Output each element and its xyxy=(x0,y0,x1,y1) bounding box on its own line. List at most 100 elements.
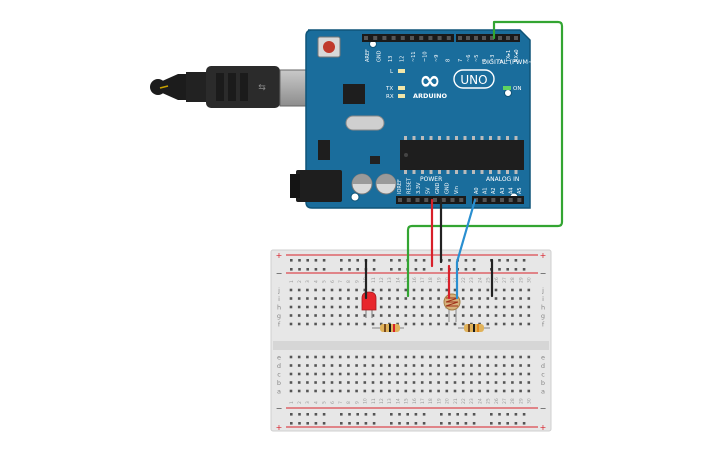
column-number: 11 xyxy=(371,398,377,404)
wire-blue-a0[interactable] xyxy=(455,198,477,300)
row-letter: i xyxy=(542,295,544,303)
column-number: 30 xyxy=(527,277,533,283)
column-number: 29 xyxy=(518,277,524,283)
row-letter: g xyxy=(277,312,281,320)
wire-green-d2[interactable] xyxy=(406,20,564,298)
column-number: 18 xyxy=(428,277,434,283)
led-label-tx: TX xyxy=(385,86,393,92)
pin-label: 2 xyxy=(498,59,504,62)
pin-label: 8 xyxy=(446,59,452,62)
rail-plus-label-br: + xyxy=(540,423,547,432)
column-number: 28 xyxy=(510,398,516,404)
column-number: 18 xyxy=(428,398,434,404)
pin-label: 3.3V xyxy=(416,182,422,194)
pin-label: ~9 xyxy=(434,55,440,62)
column-number: 14 xyxy=(395,398,401,404)
column-number: 15 xyxy=(404,277,410,283)
pin-label: AREF xyxy=(365,49,371,62)
pin-label: TX▸1 xyxy=(506,50,512,63)
pin-label: 7 xyxy=(458,59,464,62)
digital-label: DIGITAL (PWM~) xyxy=(482,58,536,66)
usb-chip xyxy=(343,84,365,104)
pin-label: GND xyxy=(445,182,451,194)
column-number: 4 xyxy=(313,280,319,283)
column-number: 12 xyxy=(379,398,385,404)
analog-header[interactable] xyxy=(472,196,524,204)
column-number: 19 xyxy=(436,277,442,283)
column-number: 8 xyxy=(346,280,352,283)
row-letter: e xyxy=(541,354,545,362)
pin-label: 12 xyxy=(400,56,406,62)
capacitors xyxy=(351,173,397,195)
column-number: 15 xyxy=(404,398,410,404)
column-number: 27 xyxy=(502,277,508,283)
row-letter: i xyxy=(278,295,280,303)
column-number: 5 xyxy=(322,401,328,404)
rail-minus-label-tr: − xyxy=(540,269,547,278)
row-letter: h xyxy=(277,304,281,312)
power-label: POWER xyxy=(420,176,442,183)
column-number: 11 xyxy=(371,277,377,283)
pin-label: GND xyxy=(435,182,441,194)
row-letter: e xyxy=(277,354,281,362)
resistor-ldr[interactable] xyxy=(458,324,490,332)
analog-label: ANALOG IN xyxy=(486,176,519,183)
pin-label: A1 xyxy=(483,187,489,194)
column-number: 2 xyxy=(297,280,303,283)
column-number: 5 xyxy=(322,280,328,283)
power-led xyxy=(503,86,511,90)
column-number: 10 xyxy=(363,398,369,404)
column-number: 23 xyxy=(469,277,475,283)
pin-label: 5V xyxy=(426,187,432,194)
pin-label: 13 xyxy=(388,56,394,62)
column-number: 1 xyxy=(289,280,295,283)
pin-label: A3 xyxy=(500,187,506,194)
reset-button[interactable] xyxy=(317,36,341,58)
column-number: 8 xyxy=(346,401,352,404)
dc-power-jack xyxy=(296,170,342,202)
terminal-strip-holes[interactable] xyxy=(289,288,531,393)
atmega-chip xyxy=(400,136,524,174)
uno-label: UNO xyxy=(460,73,487,87)
row-letter: b xyxy=(277,379,281,387)
digital-header-right[interactable] xyxy=(456,34,520,42)
resistor-led[interactable] xyxy=(372,324,404,332)
column-number: 28 xyxy=(510,277,516,283)
rail-plus-label-tr: + xyxy=(540,251,547,260)
column-number: 29 xyxy=(518,398,524,404)
pin-label: A5 xyxy=(517,187,523,194)
column-number: 6 xyxy=(330,401,336,404)
row-letter: f xyxy=(542,321,545,329)
column-number: 16 xyxy=(412,398,418,404)
column-number: 22 xyxy=(461,277,467,283)
digital-header-left[interactable] xyxy=(362,34,454,42)
column-number: 25 xyxy=(486,277,492,283)
pin-label: GND xyxy=(377,50,383,62)
column-number: 17 xyxy=(420,277,426,283)
led-label-l: L xyxy=(390,69,394,75)
column-number: 4 xyxy=(313,401,319,404)
column-number: 9 xyxy=(354,280,360,283)
pin-label: RESET xyxy=(407,177,413,194)
usb-cable[interactable]: ⇆ xyxy=(150,66,315,108)
center-channel xyxy=(273,341,549,350)
pin-label: RX◂0 xyxy=(514,49,520,62)
column-number: 20 xyxy=(445,398,451,404)
pin-label: A2 xyxy=(491,187,497,194)
row-letter: h xyxy=(541,304,545,312)
column-number: 17 xyxy=(420,398,426,404)
column-number: 12 xyxy=(379,277,385,283)
row-letter: d xyxy=(541,362,545,370)
rail-plus-label-bl: + xyxy=(276,423,283,432)
pin-label: IOREF xyxy=(397,179,403,194)
row-letter: j xyxy=(541,287,544,295)
rail-minus-label-br: − xyxy=(540,404,547,413)
column-number: 21 xyxy=(453,398,459,404)
